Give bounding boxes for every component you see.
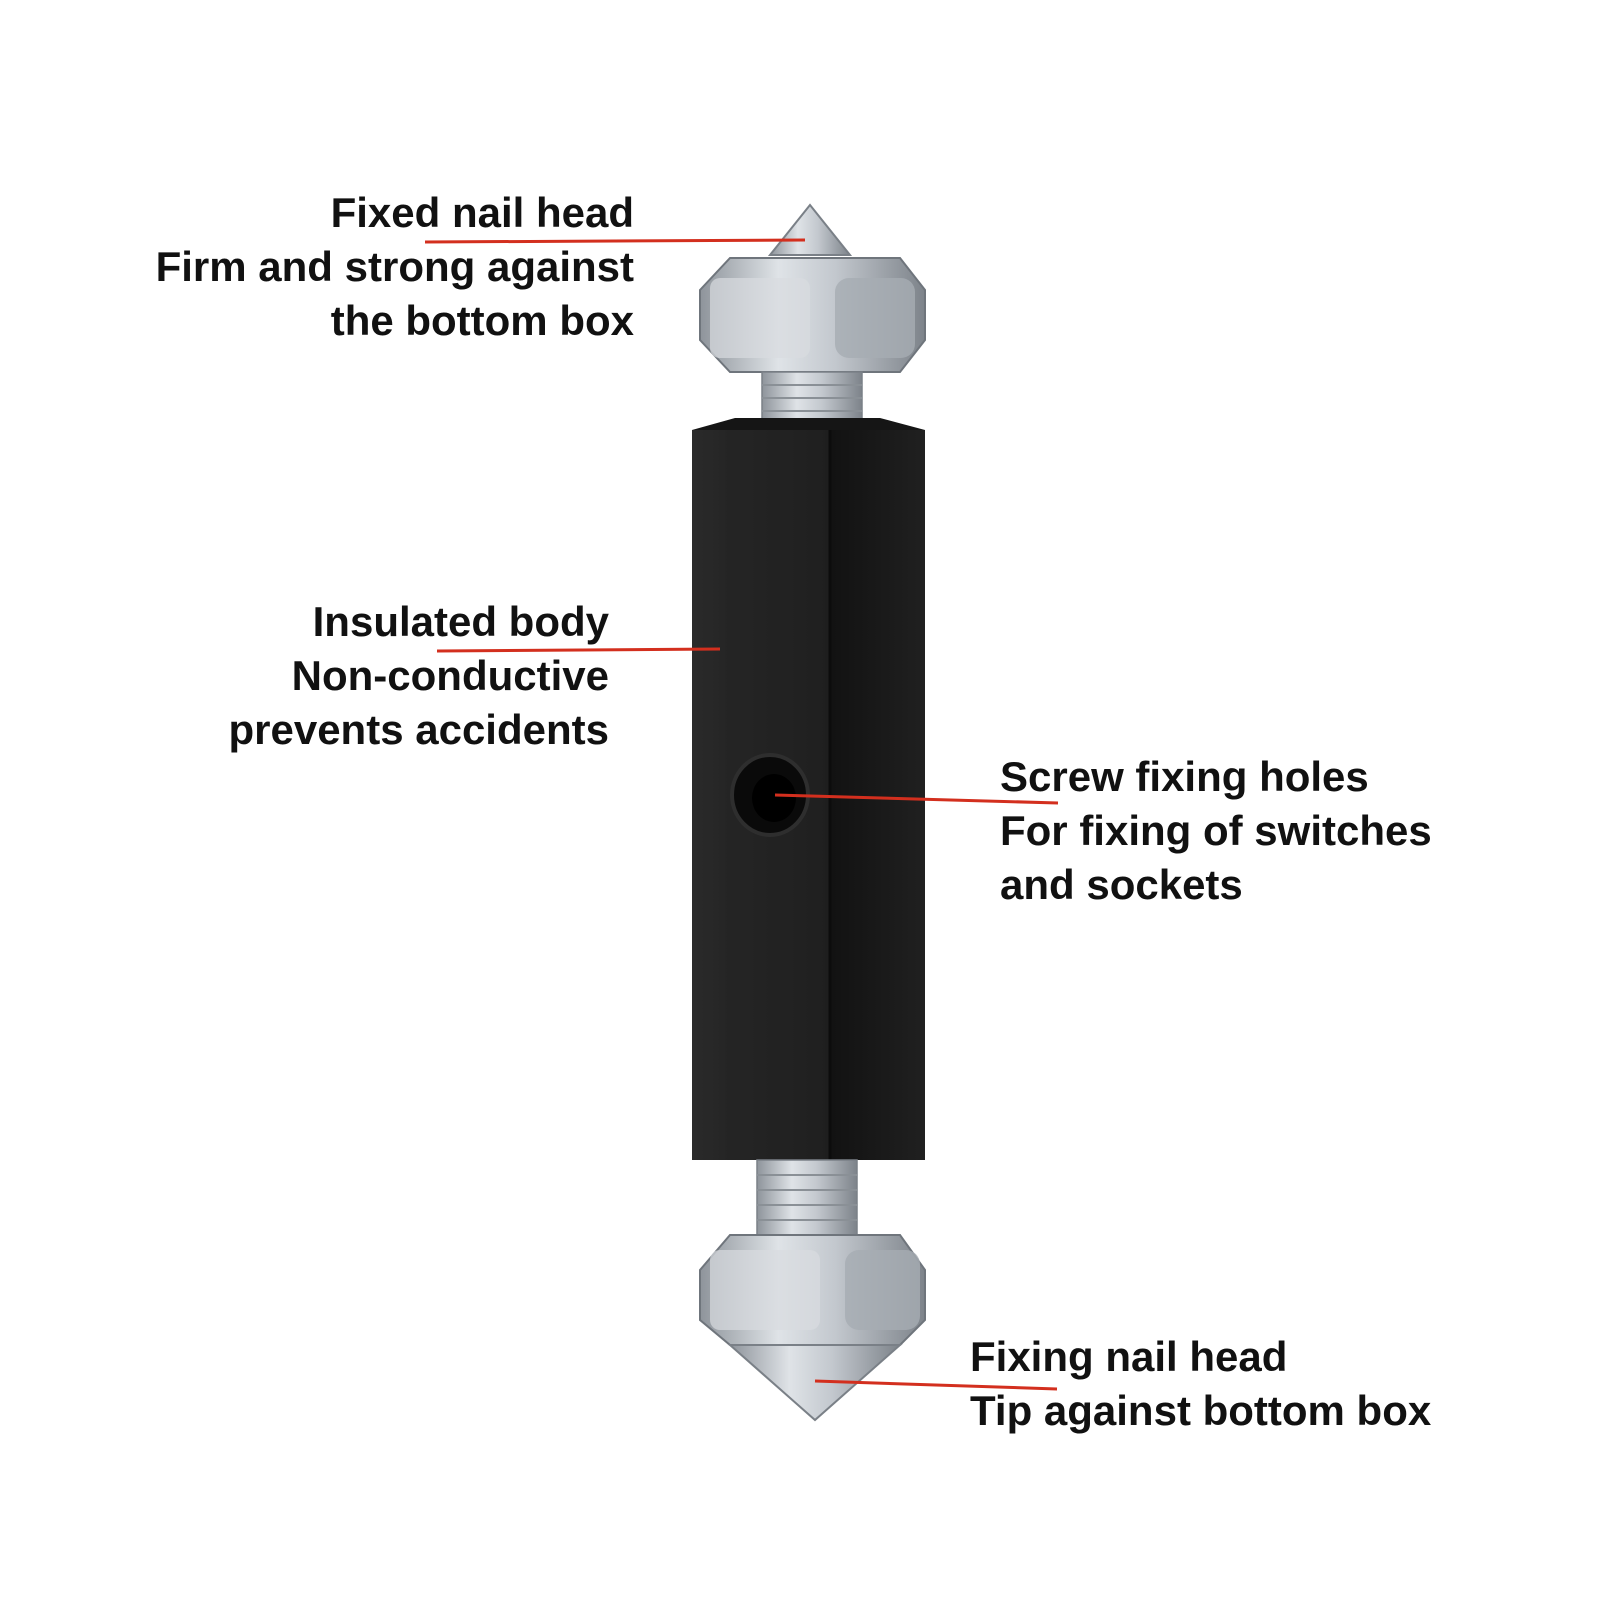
callout-body-title: Insulated body xyxy=(312,598,609,645)
callout-hole-line2: For fixing of switches xyxy=(1000,807,1432,854)
callout-hole-title: Screw fixing holes xyxy=(1000,753,1369,800)
screw-fixing-hole xyxy=(730,753,810,837)
leader-bottom-nail xyxy=(814,1379,1058,1391)
callout-bottom-nail-line2: Tip against bottom box xyxy=(970,1387,1432,1434)
callout-top-nail: Fixed nail head Firm and strong against … xyxy=(156,186,634,348)
callout-bottom-nail: Fixing nail head Tip against bottom box xyxy=(970,1330,1431,1438)
callout-body-line2: Non-conductive xyxy=(291,652,609,699)
top-cone-tip xyxy=(767,203,853,256)
top-nut-face-left xyxy=(710,278,810,358)
top-nut-face-right xyxy=(835,278,915,358)
leader-hole xyxy=(774,793,1059,805)
callout-body: Insulated body Non-conductive prevents a… xyxy=(228,595,609,757)
bottom-nail-head xyxy=(699,1159,926,1422)
leader-top-nail xyxy=(424,238,806,244)
leader-lines xyxy=(424,238,1059,1391)
callout-bottom-nail-title: Fixing nail head xyxy=(970,1333,1288,1380)
callout-body-line3: prevents accidents xyxy=(228,706,609,753)
bottom-threaded-shaft xyxy=(756,1159,858,1236)
bottom-nut-face-right xyxy=(845,1250,920,1330)
callout-top-nail-title: Fixed nail head xyxy=(330,189,634,236)
callout-top-nail-line3: the bottom box xyxy=(330,297,634,344)
leader-body xyxy=(436,647,721,653)
callout-hole-line3: and sockets xyxy=(1000,861,1243,908)
top-nail-head xyxy=(699,203,926,423)
callout-hole: Screw fixing holes For fixing of switche… xyxy=(1000,750,1432,912)
bottom-nut-face-left xyxy=(710,1250,820,1330)
callout-top-nail-line2: Firm and strong against xyxy=(155,243,634,290)
